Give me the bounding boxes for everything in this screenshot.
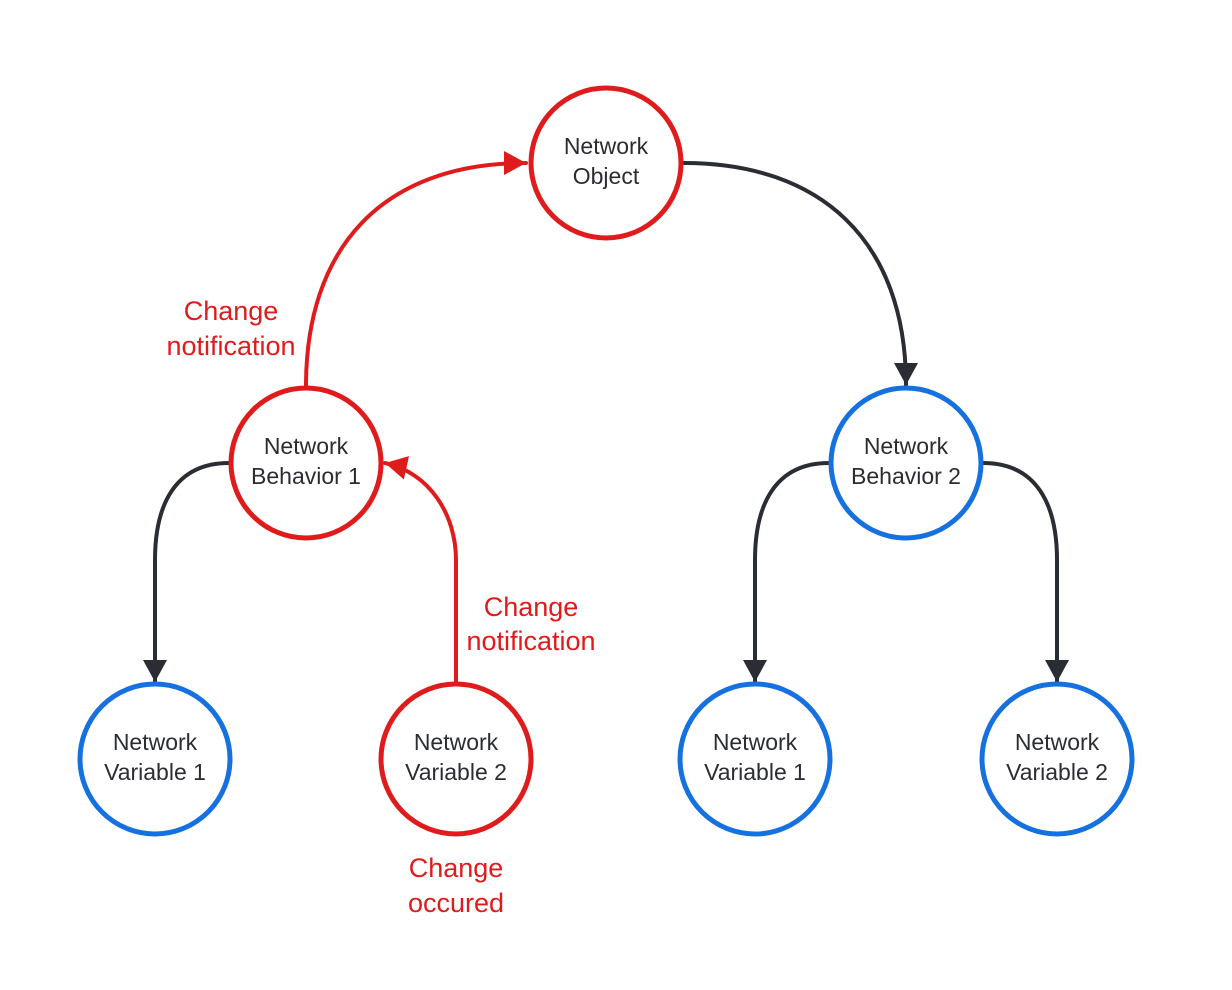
node-network-object: Network Object (528, 85, 684, 241)
node-label: Network (1015, 729, 1100, 755)
node-network-variable-2-right: Network Variable 2 (979, 681, 1135, 837)
node-network-behavior-2: Network Behavior 2 (828, 385, 984, 541)
node-label: Network (414, 729, 499, 755)
node-label: Behavior 2 (851, 463, 961, 489)
edge-behavior-1-to-object (304, 151, 528, 388)
annotation-label: notification (166, 331, 295, 361)
edge-variable-2a-to-behavior-1 (383, 456, 458, 686)
node-label: Object (573, 163, 640, 189)
node-network-variable-2-left: Network Variable 2 (378, 681, 534, 837)
edge-behavior-2-to-variable-1b (743, 461, 831, 684)
edge-behavior-1-to-variable-1a (143, 461, 231, 684)
node-circle (828, 385, 984, 541)
node-label: Network (564, 133, 649, 159)
node-circle (979, 681, 1135, 837)
annotation-label: notification (466, 626, 595, 656)
node-label: Network (864, 433, 949, 459)
node-label: Variable 2 (1006, 759, 1108, 785)
node-label: Network (713, 729, 798, 755)
annotation-label: Change (409, 853, 504, 883)
node-circle (528, 85, 684, 241)
annotation-change-notification-behavior: Change notification (466, 592, 595, 656)
node-network-behavior-1: Network Behavior 1 (228, 385, 384, 541)
node-network-variable-1-left: Network Variable 1 (77, 681, 233, 837)
node-label: Variable 2 (405, 759, 507, 785)
node-label: Network (113, 729, 198, 755)
edge-object-to-behavior-2 (682, 161, 918, 387)
node-label: Variable 1 (704, 759, 806, 785)
annotation-label: Change (184, 296, 279, 326)
annotation-label: occured (408, 888, 504, 918)
node-circle (677, 681, 833, 837)
annotation-change-notification-object: Change notification (166, 296, 295, 361)
node-circle (228, 385, 384, 541)
edge-behavior-2-to-variable-2b (981, 461, 1069, 684)
node-circle (77, 681, 233, 837)
node-label: Network (264, 433, 349, 459)
annotation-label: Change (484, 592, 579, 622)
node-label: Behavior 1 (251, 463, 361, 489)
node-label: Variable 1 (104, 759, 206, 785)
node-circle (378, 681, 534, 837)
connectors (143, 151, 1069, 686)
annotation-change-occurred: Change occured (408, 853, 504, 918)
node-network-variable-1-right: Network Variable 1 (677, 681, 833, 837)
